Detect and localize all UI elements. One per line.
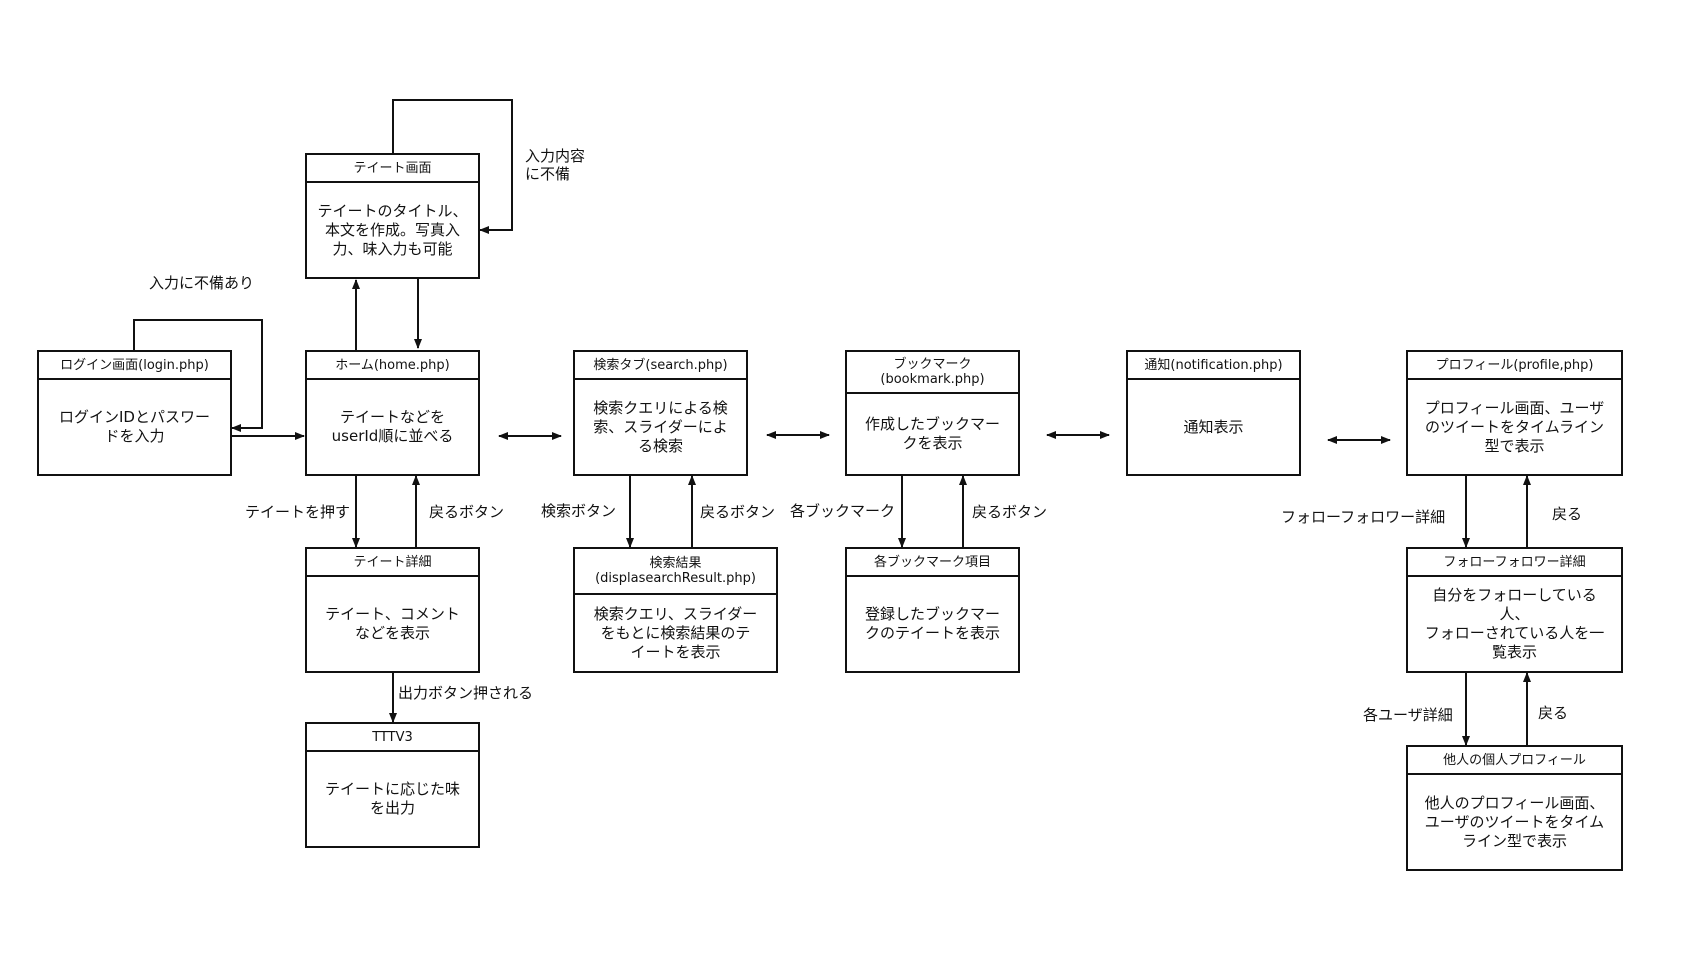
other-profile-title: 他人の個人プロフィール [1408, 747, 1621, 775]
label-input-incomplete: 入力内容 に不備 [525, 147, 586, 183]
label-back-home: 戻るボタン [429, 503, 505, 521]
loop-tweet-screen [392, 99, 513, 234]
tweet-screen-body: テイートのタイトル、 本文を作成。写真入 力、味入力も可能 [317, 201, 468, 258]
bookmark-item-title: 各ブックマーク項目 [847, 549, 1018, 577]
bookmark-body: 作成したブックマー クを表示 [864, 415, 1000, 452]
label-back-search: 戻るボタン [700, 503, 776, 521]
tttv3-body: テイートに応じた味 を出力 [324, 780, 460, 817]
follow-detail-body: 自分をフォローしている人、 フォローされている人を一 覧表示 [1424, 586, 1605, 661]
label-login-incomplete: 入力に不備あり [149, 274, 255, 292]
search-result-title: 検索結果 (displasearchResult.php) [575, 549, 776, 595]
search-title: 検索タブ(search.php) [575, 352, 746, 380]
other-profile-body: 他人のプロフィール画面、 ユーザのツイートをタイム ライン型で表示 [1424, 793, 1605, 850]
login-body: ログインIDとパスワー ドを入力 [59, 408, 210, 445]
label-back-profile: 戻る [1552, 505, 1583, 523]
home-body: テイートなどを userId順に並べる [331, 408, 454, 445]
tttv3-title: TTTV3 [307, 724, 478, 752]
loop-login [133, 319, 263, 432]
home-title: ホーム(home.php) [307, 352, 478, 380]
notification-body: 通知表示 [1183, 417, 1244, 436]
label-output-pressed: 出力ボタン押される [398, 684, 534, 702]
follow-detail-title: フォローフォロワー詳細 [1408, 549, 1621, 577]
search-box: 検索タブ(search.php) 検索クエリによる検 索、スライダーによ る検索 [573, 350, 748, 476]
search-result-body: 検索クエリ、スライダー をもとに検索結果のテ イートを表示 [593, 604, 758, 661]
tweet-detail-body: テイート、コメント などを表示 [325, 605, 460, 642]
label-each-bookmark: 各ブックマーク [790, 502, 896, 520]
label-each-user: 各ユーザ詳細 [1363, 706, 1453, 724]
bookmark-title: ブックマーク (bookmark.php) [847, 352, 1018, 394]
label-push-tweet: テイートを押す [245, 503, 351, 521]
profile-title: プロフィール(profile,php) [1408, 352, 1621, 380]
label-back-follow: 戻る [1538, 704, 1569, 722]
tweet-detail-box: テイート詳細 テイート、コメント などを表示 [305, 547, 480, 673]
bookmark-item-body: 登録したブックマー クのテイートを表示 [864, 605, 1000, 642]
tweet-screen-title: テイート画面 [307, 155, 478, 183]
login-title: ログイン画面(login.php) [39, 352, 230, 380]
tweet-screen-box: テイート画面 テイートのタイトル、 本文を作成。写真入 力、味入力も可能 [305, 153, 480, 279]
bookmark-box: ブックマーク (bookmark.php) 作成したブックマー クを表示 [845, 350, 1020, 476]
notification-title: 通知(notification.php) [1128, 352, 1299, 380]
label-follow: フォローフォロワー詳細 [1281, 508, 1446, 526]
profile-body: プロフィール画面、ユーザ のツイートをタイムライン 型で表示 [1424, 398, 1605, 455]
home-box: ホーム(home.php) テイートなどを userId順に並べる [305, 350, 480, 476]
search-body: 検索クエリによる検 索、スライダーによ る検索 [593, 398, 728, 455]
other-profile-box: 他人の個人プロフィール 他人のプロフィール画面、 ユーザのツイートをタイム ライ… [1406, 745, 1623, 871]
search-result-box: 検索結果 (displasearchResult.php) 検索クエリ、スライダ… [573, 547, 778, 673]
follow-detail-box: フォローフォロワー詳細 自分をフォローしている人、 フォローされている人を一 覧… [1406, 547, 1623, 673]
bookmark-item-box: 各ブックマーク項目 登録したブックマー クのテイートを表示 [845, 547, 1020, 673]
tttv3-box: TTTV3 テイートに応じた味 を出力 [305, 722, 480, 848]
label-search-button: 検索ボタン [541, 502, 617, 520]
label-back-bookmark: 戻るボタン [972, 503, 1048, 521]
login-box: ログイン画面(login.php) ログインIDとパスワー ドを入力 [37, 350, 232, 476]
tweet-detail-title: テイート詳細 [307, 549, 478, 577]
notification-box: 通知(notification.php) 通知表示 [1126, 350, 1301, 476]
profile-box: プロフィール(profile,php) プロフィール画面、ユーザ のツイートをタ… [1406, 350, 1623, 476]
